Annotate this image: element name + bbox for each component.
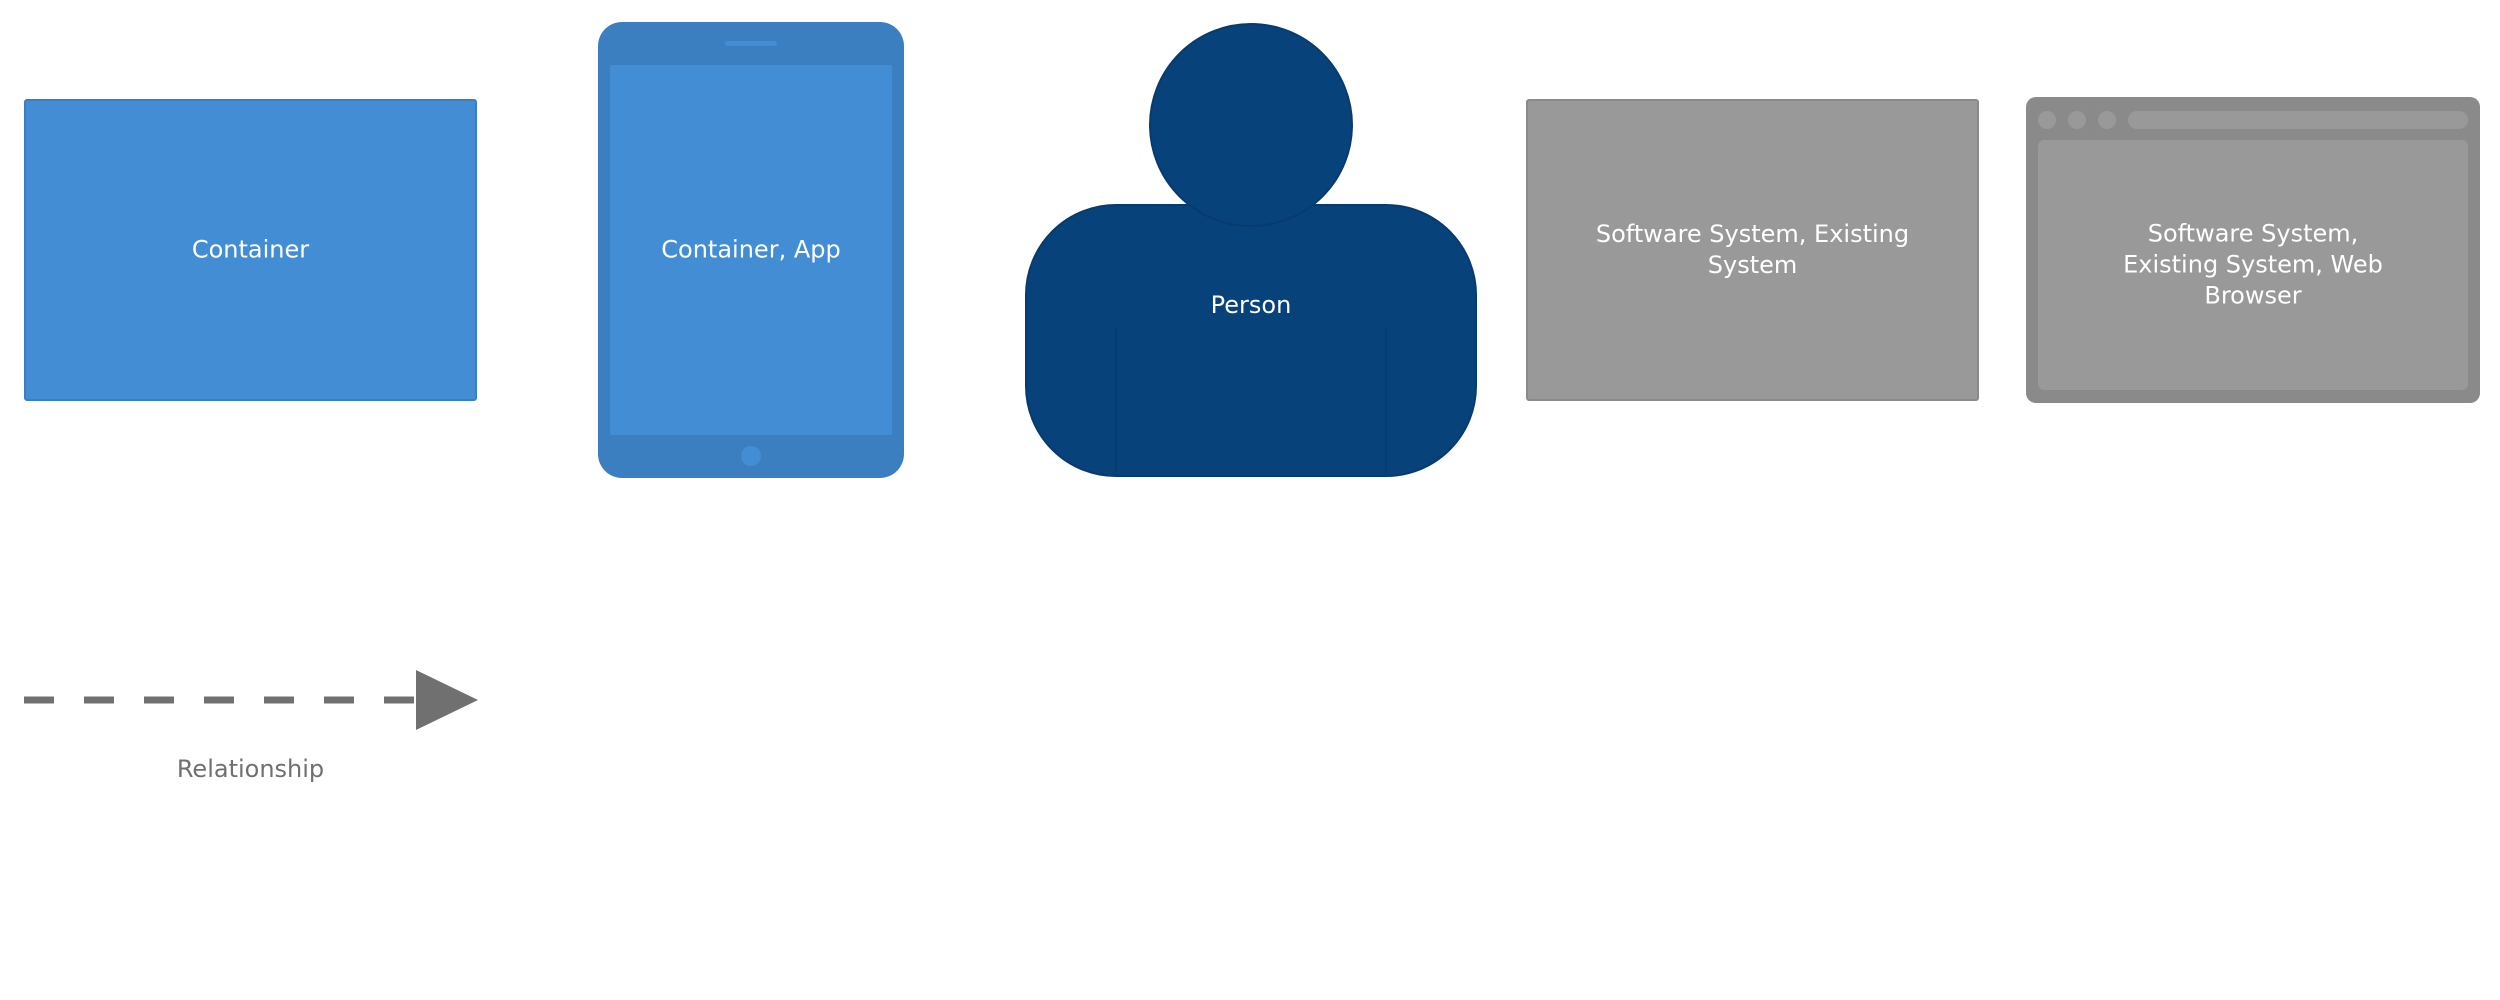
- existing-system-label: Software System, Existing System: [1595, 220, 1910, 279]
- browser-viewport: Software System, Existing System, Web Br…: [2038, 140, 2468, 390]
- arrowhead-icon: [416, 670, 478, 730]
- person-label: Person: [1210, 291, 1292, 319]
- tablet-home-button-icon: [741, 446, 761, 466]
- person-body: [1025, 204, 1477, 477]
- tablet-screen: Container, App: [610, 65, 892, 435]
- container-element[interactable]: Container: [24, 99, 477, 401]
- person-icon: [1025, 23, 1477, 477]
- container-app-element[interactable]: Container, App: [598, 22, 904, 478]
- container-label: Container: [191, 235, 310, 264]
- existing-system-browser-element[interactable]: Software System, Existing System, Web Br…: [2026, 97, 2480, 403]
- browser-window-dot-icon: [2038, 111, 2056, 129]
- person-element[interactable]: Person: [1024, 22, 1478, 478]
- existing-system-browser-label: Software System, Existing System, Web Br…: [2123, 219, 2383, 310]
- browser-window-dot-icon: [2068, 111, 2086, 129]
- relationship-label: Relationship: [176, 755, 325, 783]
- browser-window-dot-icon: [2098, 111, 2116, 129]
- container-app-label: Container, App: [661, 235, 841, 264]
- person-head: [1149, 23, 1353, 227]
- browser-address-bar: [2128, 111, 2468, 129]
- relationship-arrow[interactable]: [22, 665, 480, 735]
- tablet-speaker-icon: [725, 41, 777, 46]
- existing-system-element[interactable]: Software System, Existing System: [1526, 99, 1979, 401]
